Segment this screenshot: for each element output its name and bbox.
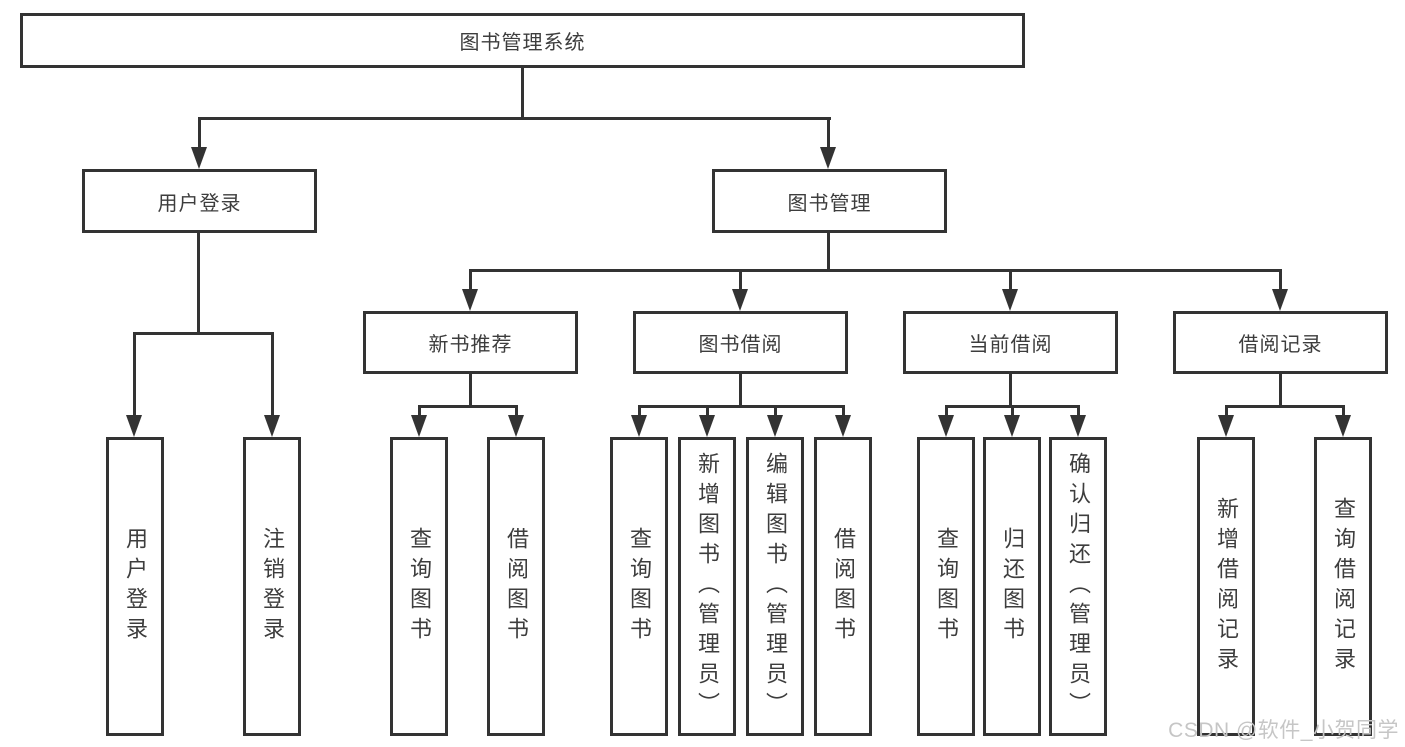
leaf-borrow-books: 借阅图书 (487, 437, 545, 736)
connector-drop-borrow (739, 270, 742, 292)
leaf-query-books: 查询图书 (390, 437, 448, 736)
arrow-down-icon (835, 415, 851, 437)
node-library-system: 图书管理系统 (20, 13, 1025, 68)
node-new-book-recommend: 新书推荐 (363, 311, 578, 374)
connector-drop-leaf (515, 406, 518, 418)
leaf-logout: 注销登录 (243, 437, 301, 736)
connector-drop-leaf (133, 333, 136, 416)
node-label: 借阅图书 (831, 526, 856, 647)
connector-book-stem (827, 233, 830, 271)
watermark: CSDN @软件_小贺同学 (1168, 719, 1399, 742)
arrow-down-icon (126, 415, 142, 437)
arrow-down-icon (1002, 289, 1018, 311)
node-label: 借阅图书 (504, 526, 529, 647)
connector-drop-leaf (774, 406, 777, 418)
node-label: 用户登录 (123, 526, 148, 647)
connector-drop-current (1009, 270, 1012, 292)
connector-drop-leaf (1077, 406, 1080, 418)
connector-user-stem (197, 233, 200, 334)
connector-user-rail (133, 332, 274, 335)
node-label: 新增图书（管理员） (695, 451, 720, 722)
node-label: 图书管理系统 (459, 32, 586, 54)
node-book-management: 图书管理 (712, 169, 947, 233)
connector-drop-leaf (271, 333, 274, 416)
arrow-down-icon (1272, 289, 1288, 311)
connector-drop-records (1279, 270, 1282, 292)
arrow-down-icon (508, 415, 524, 437)
connector-drop-leaf (842, 406, 845, 418)
connector-borrow-stem (739, 374, 742, 407)
node-label: 借阅记录 (1238, 334, 1323, 356)
leaf-edit-books-admin: 编辑图书（管理员） (746, 437, 804, 736)
connector-drop-leaf (706, 406, 709, 418)
node-label: 当前借阅 (968, 334, 1053, 356)
connector-drop-leaf (1225, 406, 1228, 418)
arrow-down-icon (767, 415, 783, 437)
node-label: 查询图书 (934, 526, 959, 647)
connector-level3-rail (469, 269, 1282, 272)
node-label: 查询图书 (407, 526, 432, 647)
arrow-down-icon (1004, 415, 1020, 437)
arrow-down-icon (1070, 415, 1086, 437)
connector-level2-rail (198, 117, 831, 120)
connector-newbook-stem (469, 374, 472, 407)
leaf-query-books: 查询图书 (917, 437, 975, 736)
connector-drop-book (827, 118, 830, 149)
connector-drop-leaf (638, 406, 641, 418)
node-label: 查询借阅记录 (1331, 496, 1356, 677)
node-label: 注销登录 (260, 526, 285, 647)
leaf-query-books: 查询图书 (610, 437, 668, 736)
connector-drop-user (198, 118, 201, 149)
connector-drop-leaf (418, 406, 421, 418)
node-label: 图书借阅 (698, 334, 783, 356)
arrow-down-icon (191, 147, 207, 169)
connector-root-stem (521, 68, 524, 119)
leaf-add-books-admin: 新增图书（管理员） (678, 437, 736, 736)
node-label: 确认归还（管理员） (1066, 451, 1091, 722)
arrow-down-icon (631, 415, 647, 437)
connector-drop-leaf (1342, 406, 1345, 418)
connector-drop-leaf (945, 406, 948, 418)
node-book-borrow: 图书借阅 (633, 311, 848, 374)
connector-records-stem (1279, 374, 1282, 407)
connector-drop-newbook (469, 270, 472, 292)
leaf-query-borrow-record: 查询借阅记录 (1314, 437, 1372, 736)
arrow-down-icon (462, 289, 478, 311)
connector-records-rail (1225, 405, 1345, 408)
arrow-down-icon (699, 415, 715, 437)
node-label: 编辑图书（管理员） (763, 451, 788, 722)
node-label: 查询图书 (627, 526, 652, 647)
leaf-add-borrow-record: 新增借阅记录 (1197, 437, 1255, 736)
arrow-down-icon (732, 289, 748, 311)
node-label: 图书管理 (787, 192, 872, 215)
arrow-down-icon (1335, 415, 1351, 437)
node-label: 新书推荐 (428, 334, 513, 356)
connector-drop-leaf (1011, 406, 1014, 418)
leaf-confirm-return-admin: 确认归还（管理员） (1049, 437, 1107, 736)
node-current-borrow: 当前借阅 (903, 311, 1118, 374)
arrow-down-icon (264, 415, 280, 437)
arrow-down-icon (938, 415, 954, 437)
connector-newbook-rail (418, 405, 518, 408)
arrow-down-icon (411, 415, 427, 437)
connector-borrow-rail (638, 405, 845, 408)
arrow-down-icon (1218, 415, 1234, 437)
node-label: 新增借阅记录 (1214, 496, 1239, 677)
node-label: 用户登录 (157, 192, 242, 215)
arrow-down-icon (820, 147, 836, 169)
node-label: 归还图书 (1000, 526, 1025, 647)
leaf-return-books: 归还图书 (983, 437, 1041, 736)
leaf-borrow-books: 借阅图书 (814, 437, 872, 736)
node-borrow-records: 借阅记录 (1173, 311, 1388, 374)
node-user-login: 用户登录 (82, 169, 317, 233)
connector-current-stem (1009, 374, 1012, 407)
leaf-user-login: 用户登录 (106, 437, 164, 736)
